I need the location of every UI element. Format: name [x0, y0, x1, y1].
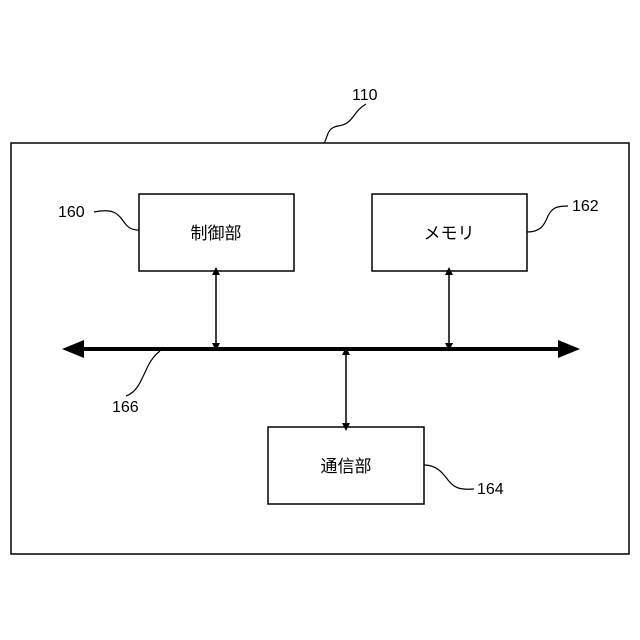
bus-ref-label: 166: [112, 399, 139, 416]
control-block-label: 制御部: [191, 224, 242, 244]
memory-ref-label: 162: [572, 198, 599, 215]
bus-arrowhead-left: [62, 340, 84, 358]
communication-ref-leader: [424, 465, 474, 489]
bus-ref-leader: [126, 351, 160, 396]
memory-block-label: メモリ: [424, 224, 475, 244]
communication-ref-label: 164: [477, 481, 504, 498]
memory-ref-leader: [527, 206, 568, 232]
bus-arrowhead-right: [558, 340, 580, 358]
control-ref-leader: [94, 211, 139, 230]
control-ref-label: 160: [58, 204, 85, 221]
device-ref-label: 110: [352, 87, 378, 104]
communication-block-label: 通信部: [321, 457, 372, 477]
device-ref-leader: [324, 104, 366, 143]
